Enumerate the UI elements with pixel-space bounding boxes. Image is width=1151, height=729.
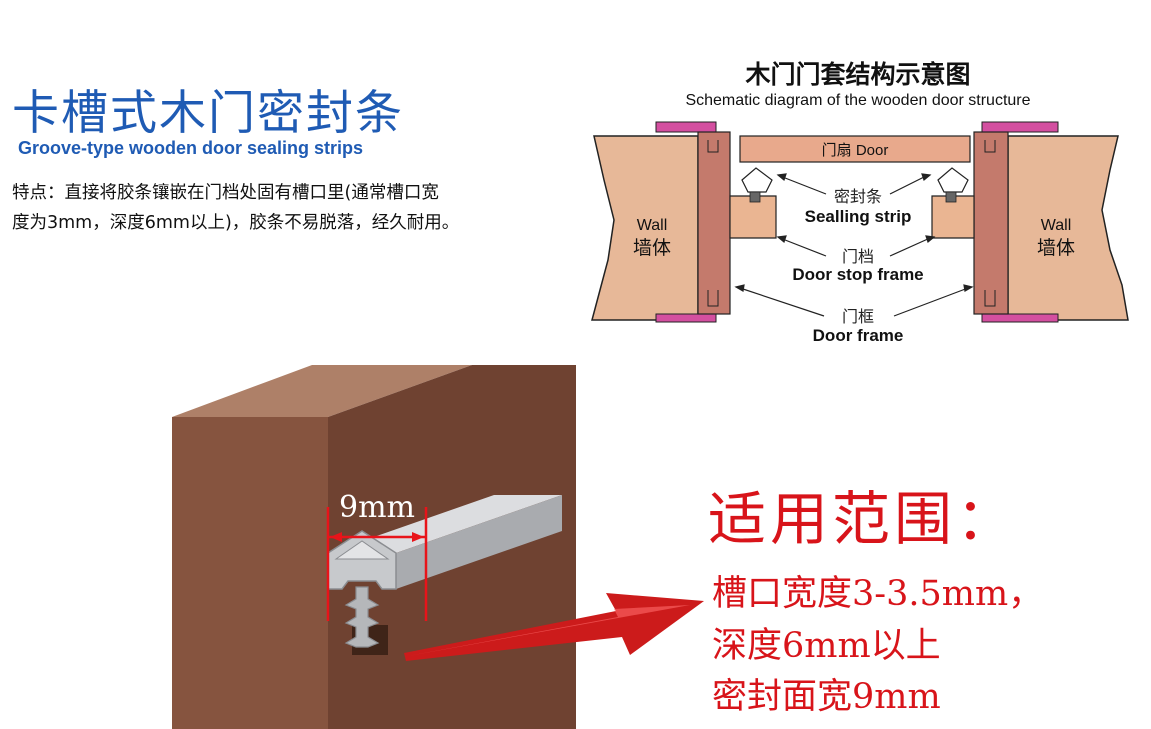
right-wall-label-cn: 墙体: [1037, 237, 1075, 259]
scope-line-1: 槽口宽度3-3.5mm，: [712, 574, 1044, 614]
seal-label-cn: 密封条: [834, 188, 882, 206]
page-title: 卡槽式木门密封条: [12, 86, 404, 141]
sealing-strip-illustration: 9mm: [172, 365, 704, 729]
frame-label-cn: 门框: [842, 308, 874, 326]
diagram-title: 木门门套结构示意图: [745, 60, 971, 89]
features-line-2: 度为3mm，深度6mm以上)，胶条不易脱落，经久耐用。: [12, 213, 460, 233]
scope-line-3: 密封面宽9mm: [712, 677, 941, 717]
wood-front-face: [172, 417, 328, 729]
scope-line-2: 深度6mm以上: [712, 626, 941, 666]
right-door-frame: [973, 131, 1009, 315]
right-wall-label-en: Wall: [1041, 217, 1072, 234]
strip-top-face: [328, 495, 562, 553]
width-marker: [326, 507, 428, 621]
page-subtitle: Groove-type wooden door sealing strips: [18, 138, 364, 158]
door-label: 门扇 Door: [822, 142, 889, 159]
features-text: 特点：直接将胶条镶嵌在门档处固有槽口里(通常槽口宽 度为3mm，深度6mm以上)…: [12, 178, 587, 238]
scope-title: 适用范围：: [708, 485, 1019, 553]
right-door-stop: [931, 195, 975, 239]
right-frame-groove: [984, 140, 996, 307]
left-door-stop: [729, 195, 777, 239]
door-structure-diagram: 门扇 Door Wall 墙体 Wall 墙体 密封条 Sealling str…: [591, 121, 1129, 345]
left-wall-label-en: Wall: [637, 217, 668, 234]
features-line-1: 特点：直接将胶条镶嵌在门档处固有槽口里(通常槽口宽: [12, 183, 439, 203]
frame-label-en: Door frame: [813, 326, 904, 345]
seal-label-en: Sealling strip: [805, 207, 912, 226]
width-label: 9mm: [339, 490, 415, 525]
left-wall-label-cn: 墙体: [633, 237, 671, 259]
stop-label-cn: 门档: [842, 248, 874, 266]
leader-lines: [734, 173, 974, 317]
stop-label-en: Door stop frame: [792, 265, 923, 284]
diagram-subtitle: Schematic diagram of the wooden door str…: [685, 92, 1031, 109]
pointer-arrow: [404, 593, 704, 661]
left-frame-groove: [707, 140, 719, 307]
wood-top-face: [172, 365, 472, 417]
strip-side-face: [396, 495, 562, 589]
left-door-frame: [697, 131, 731, 315]
left-seal-strip: [741, 167, 773, 203]
strip-profile: [327, 530, 397, 648]
right-seal-strip: [937, 167, 969, 203]
door-leaf: [739, 135, 971, 163]
